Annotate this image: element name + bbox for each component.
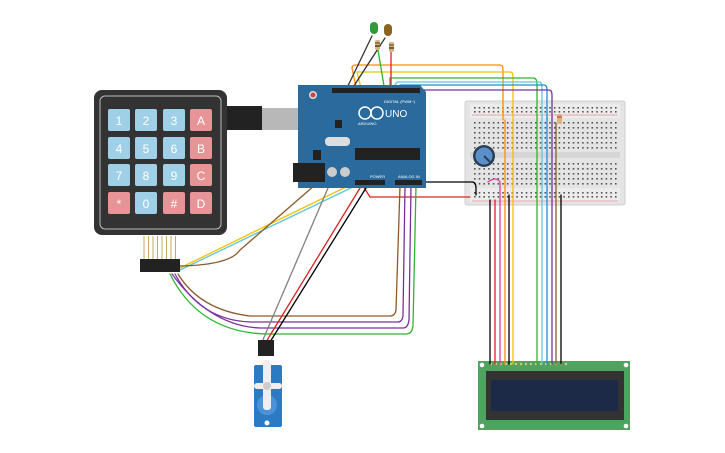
digital-label: DIGITAL (PWM~) <box>384 99 416 104</box>
potentiometer[interactable] <box>473 145 495 167</box>
key-label: 7 <box>116 169 123 183</box>
usb-port <box>260 108 300 130</box>
analog-header <box>395 180 422 185</box>
key-5[interactable]: 5 <box>135 137 157 159</box>
key-label: D <box>197 197 206 211</box>
key-label: * <box>117 197 122 211</box>
key-label: 9 <box>171 169 178 183</box>
power-header <box>355 180 385 185</box>
key-8[interactable]: 8 <box>135 164 157 186</box>
key-label: 0 <box>143 197 150 211</box>
atmega-chip <box>355 148 420 160</box>
key-A[interactable]: A <box>190 109 212 131</box>
wires <box>169 35 562 365</box>
key-3[interactable]: 3 <box>163 109 185 131</box>
lcd-pin <box>564 362 568 366</box>
key-*[interactable]: * <box>108 192 130 214</box>
arduino-uno[interactable]: UNO ARDUINO DIGITAL (PWM~) POWER ANALOG … <box>226 85 426 188</box>
resistor-1[interactable] <box>375 40 380 50</box>
power-jack <box>293 163 325 182</box>
resistor-breadboard[interactable] <box>557 114 562 124</box>
servo-motor[interactable] <box>254 340 282 427</box>
analog-label: ANALOG IN <box>398 174 420 179</box>
key-label: 5 <box>143 142 150 156</box>
key-label: 2 <box>143 114 150 128</box>
key-label: C <box>197 169 206 183</box>
lcd-screen <box>491 380 618 411</box>
key-2[interactable]: 2 <box>135 109 157 131</box>
resistor-2[interactable] <box>389 42 394 52</box>
digital-header <box>332 88 420 93</box>
lcd-pin <box>514 362 518 366</box>
key-C[interactable]: C <box>190 164 212 186</box>
usb-cable <box>226 106 262 130</box>
key-label: 6 <box>171 142 178 156</box>
lcd-pin <box>519 362 523 366</box>
key-label: B <box>197 142 205 156</box>
lcd-16x2[interactable] <box>478 361 630 430</box>
uno-label: UNO <box>385 109 407 120</box>
key-9[interactable]: 9 <box>163 164 185 186</box>
key-1[interactable]: 1 <box>108 109 130 131</box>
lcd-pin <box>529 362 533 366</box>
arduino-brand: ARDUINO <box>358 121 376 126</box>
keypad-4x4[interactable]: 1 2 3 A 4 5 6 B 7 8 9 C * 0 # D <box>94 90 227 272</box>
lcd-pins <box>489 362 568 366</box>
servo-connector <box>258 340 274 356</box>
key-4[interactable]: 4 <box>108 137 130 159</box>
breadboard-holes <box>474 107 617 198</box>
lcd-pin <box>524 362 528 366</box>
led-brown[interactable] <box>384 24 392 36</box>
key-label: 4 <box>116 142 123 156</box>
key-6[interactable]: 6 <box>163 137 185 159</box>
key-label: 3 <box>171 114 178 128</box>
lcd-pin <box>509 362 513 366</box>
power-label: POWER <box>370 174 385 179</box>
key-label: # <box>171 197 178 211</box>
key-7[interactable]: 7 <box>108 164 130 186</box>
key-label: 8 <box>143 169 150 183</box>
key-B[interactable]: B <box>190 137 212 159</box>
led-green[interactable] <box>370 22 378 34</box>
key-label: 1 <box>116 114 123 128</box>
key-#[interactable]: # <box>163 192 185 214</box>
key-0[interactable]: 0 <box>135 192 157 214</box>
key-D[interactable]: D <box>190 192 212 214</box>
keypad-connector <box>140 236 180 272</box>
key-label: A <box>197 114 205 128</box>
